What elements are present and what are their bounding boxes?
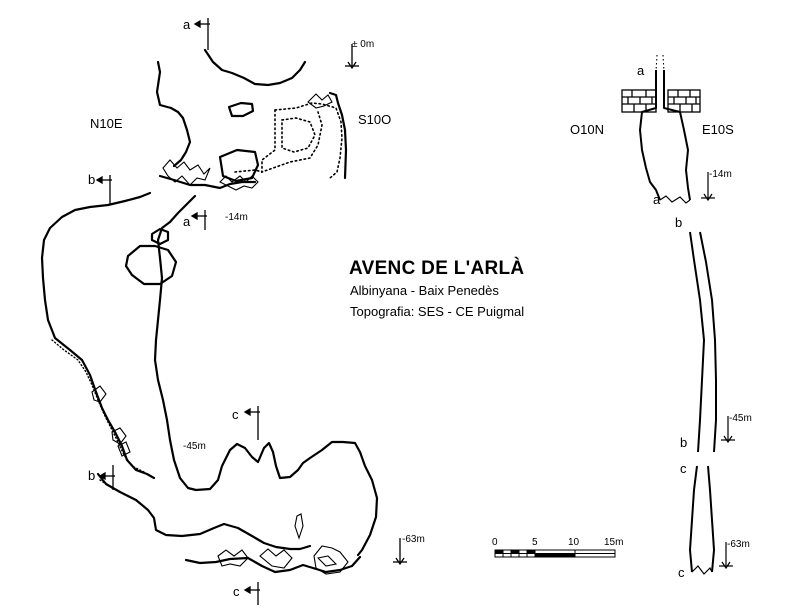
plan-depth-14m: -14m [225, 212, 248, 223]
plan-rubble-strip-lower [99, 479, 141, 504]
plan-section-a-mid: a [183, 214, 191, 229]
scale-bar [494, 549, 616, 558]
plan-island-large [124, 244, 178, 286]
profile-section-c-top: c [680, 461, 687, 476]
plan-main-left-wall [40, 191, 156, 480]
profile-section-b-bottom: b [680, 435, 688, 450]
scale-tick-15m: 15m [604, 537, 624, 548]
plan-rocks-floor-2 [259, 548, 293, 569]
profile-floor-rocks-c [691, 565, 713, 575]
plan-rocks-left-1 [91, 385, 107, 403]
plan-dotted-loop [281, 117, 316, 153]
profile-floor-rocks-a [659, 195, 691, 204]
plan-shaft-marker [294, 513, 304, 540]
profile-lower-shaft [689, 465, 715, 573]
profile-depth-14m: -14m [709, 169, 732, 180]
profile-orientation-right: E10S [702, 122, 734, 137]
scale-tick-0: 0 [492, 537, 498, 548]
plan-entrance-left-wall [155, 60, 192, 168]
profile-section-a-bottom: a [653, 192, 661, 207]
section-mark-b-top [95, 175, 112, 205]
plan-depth-63m: -63m [402, 534, 425, 545]
plan-orientation-right: S10O [358, 112, 392, 127]
survey-title: AVENC DE L'ARLÀ [349, 258, 525, 279]
plan-rubble-strip [51, 339, 145, 473]
profile-section-a-top: a [637, 63, 645, 78]
depth-marker-63m-profile [719, 542, 733, 570]
plan-section-a-top: a [183, 17, 191, 32]
plan-rocks-upper [307, 93, 333, 109]
plan-dotted-passage-outer [274, 102, 343, 179]
plan-section-c-top: c [232, 407, 239, 422]
profile-chimney-dotted [655, 54, 665, 73]
plan-orientation-left: N10E [90, 116, 123, 131]
plan-depth-0m: ± 0m [352, 39, 375, 50]
plan-rocks-left-2 [111, 427, 127, 445]
section-mark-a-top [193, 18, 210, 50]
plan-island-left [150, 227, 170, 246]
plan-rocks-ledge [219, 175, 259, 191]
profile-mid-shaft [689, 231, 717, 453]
scale-tick-10: 10 [568, 537, 580, 548]
plan-depth-45m: -45m [183, 441, 206, 452]
section-mark-a-mid [190, 210, 207, 230]
plan-lower-left-wall [96, 472, 312, 551]
plan-rocks-entrance [162, 159, 211, 186]
profile-brick-wall-right [667, 89, 701, 113]
plan-section-b-bottom: b [88, 468, 96, 483]
scale-tick-5: 5 [532, 537, 538, 548]
plan-section-c-bottom: c [233, 584, 240, 599]
plan-rocks-left-3 [117, 441, 131, 457]
survey-location: Albinyana - Baix Penedès [350, 283, 499, 298]
plan-entrance-right-wall [328, 91, 348, 180]
plan-dotted-link [234, 169, 263, 173]
depth-marker-14m-profile [701, 172, 715, 202]
profile-section-b-top: b [675, 215, 683, 230]
section-mark-b-bottom [98, 465, 115, 490]
plan-lower-floor [184, 555, 362, 574]
depth-marker-0m [345, 44, 359, 70]
plan-dotted-passage-inner [261, 109, 323, 174]
plan-rocks-floor-4 [316, 555, 338, 567]
survey-credits: Topografia: SES - CE Puigmal [350, 304, 525, 319]
profile-orientation-left: O10N [570, 122, 604, 137]
depth-marker-63m-plan [393, 538, 407, 566]
plan-section-b-top: b [88, 172, 96, 187]
profile-depth-45m: -45m [729, 413, 752, 424]
plan-main-right-wall [153, 194, 379, 557]
plan-rocks-floor-3 [313, 545, 349, 575]
profile-upper-shaft [639, 70, 691, 201]
depth-marker-45m-profile [721, 416, 735, 444]
profile-section-c-bottom: c [678, 565, 685, 580]
plan-island-small [227, 101, 255, 118]
section-mark-c-bottom [243, 582, 260, 605]
section-mark-c-top [243, 406, 260, 440]
plan-entrance-upper-wall [203, 48, 307, 87]
profile-depth-63m: -63m [727, 539, 750, 550]
plan-rocks-floor-1 [217, 549, 249, 567]
